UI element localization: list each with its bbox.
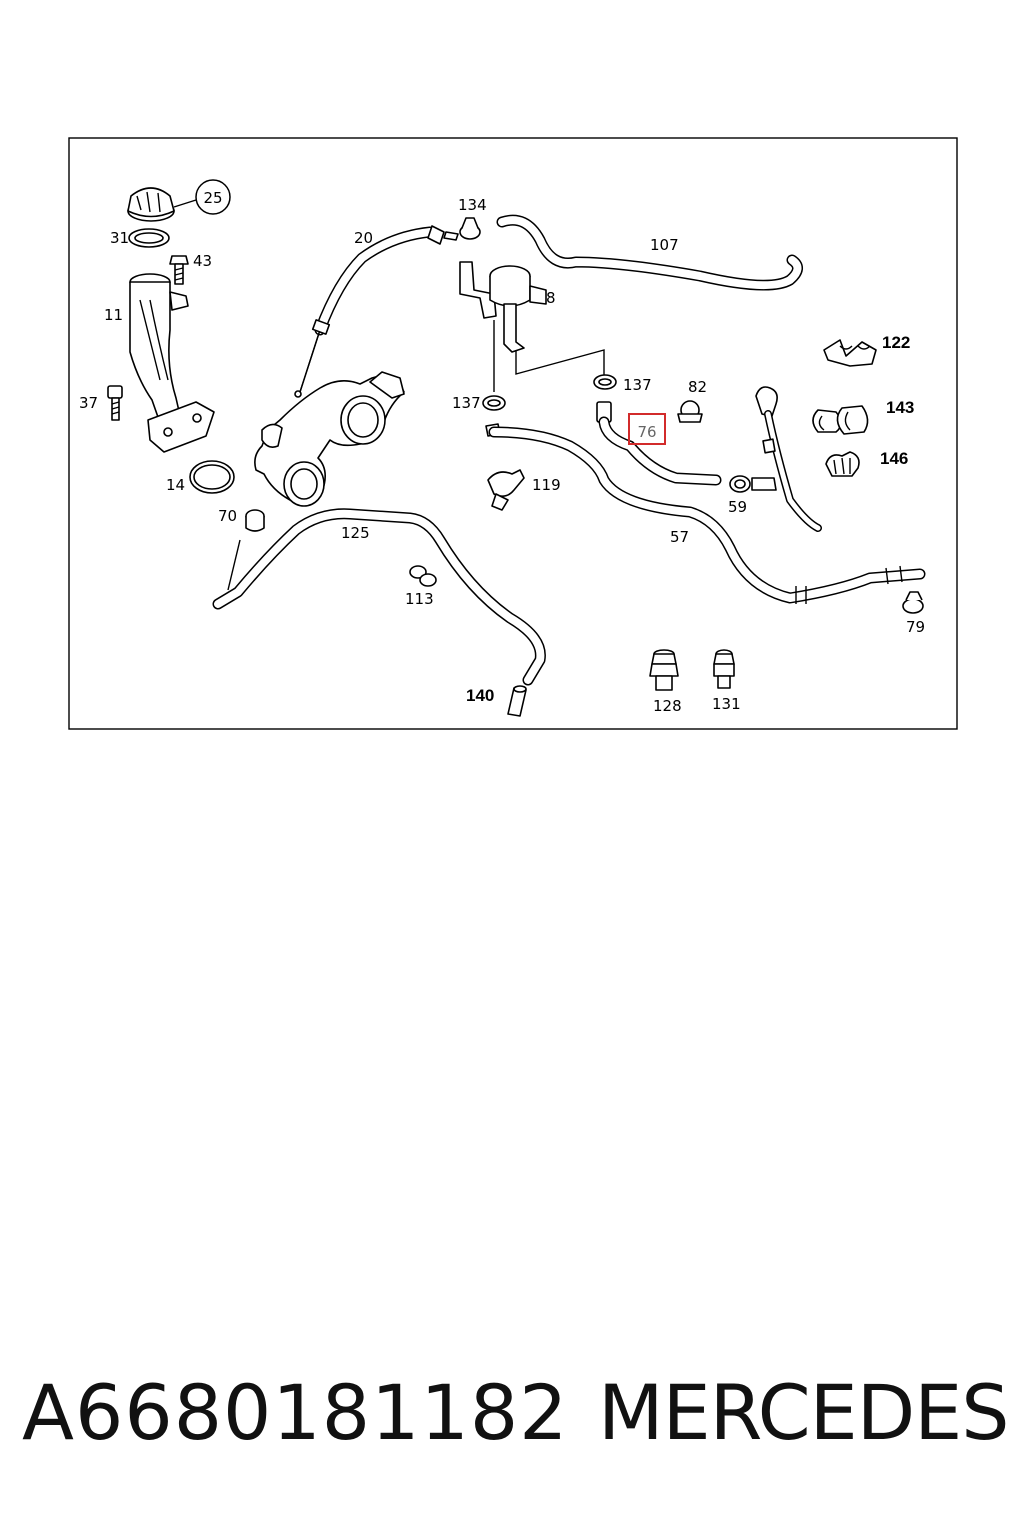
valve-8 <box>459 261 547 353</box>
parts-diagram: 25 31 43 11 37 14 70 <box>68 137 958 730</box>
filler-neck <box>129 273 215 453</box>
callout-20: 20 <box>354 229 373 247</box>
callout-143: 143 <box>886 398 914 417</box>
callout-82: 82 <box>688 378 707 396</box>
clamp-59 <box>729 475 777 493</box>
callout-31: 31 <box>110 229 129 247</box>
hose-20 <box>294 225 459 398</box>
clamp-79 <box>902 591 924 614</box>
callout-43: 43 <box>193 252 212 270</box>
part-number: A6680181182 <box>22 1368 569 1457</box>
brand-name: MERCEDES <box>598 1368 1009 1457</box>
callout-128: 128 <box>653 697 682 715</box>
callout-131: 131 <box>712 695 741 713</box>
clamp-134 <box>459 217 481 240</box>
filler-cap <box>127 187 175 222</box>
callout-107: 107 <box>650 236 679 254</box>
hose-107 <box>496 214 803 291</box>
hose-76 <box>596 401 722 486</box>
buffer-131 <box>713 649 735 689</box>
connector-140 <box>507 685 527 717</box>
seal-ring <box>128 228 170 248</box>
callout-134: 134 <box>458 196 487 214</box>
grommet-70 <box>245 509 265 532</box>
callout-125: 125 <box>341 524 370 542</box>
callout-119: 119 <box>532 476 561 494</box>
callout-circle-25 <box>195 179 231 215</box>
callout-59: 59 <box>728 498 747 516</box>
dipstick-tube <box>755 386 822 532</box>
thermostat-housing <box>254 371 405 507</box>
callout-11: 11 <box>104 306 123 324</box>
callout-140: 140 <box>466 686 494 705</box>
footer: A6680181182 MERCEDES <box>0 1368 1024 1478</box>
callout-25: 25 <box>203 189 222 207</box>
hose-57 <box>485 423 926 604</box>
callout-57: 57 <box>670 528 689 546</box>
clamp-137-right <box>593 374 617 390</box>
callout-137-right: 137 <box>623 376 652 394</box>
callout-8: 8 <box>546 289 556 307</box>
callout-137-left: 137 <box>452 394 481 412</box>
clip-143 <box>812 405 869 435</box>
callout-37: 37 <box>79 394 98 412</box>
callout-70: 70 <box>218 507 237 525</box>
clamp-113 <box>409 565 437 587</box>
callout-14: 14 <box>166 476 185 494</box>
clamp-82 <box>677 400 703 423</box>
bolt-43 <box>169 255 189 285</box>
hose-125 <box>212 508 546 686</box>
buffer-128 <box>649 649 679 691</box>
o-ring-14 <box>189 460 235 494</box>
clip-119 <box>487 469 525 511</box>
callout-146: 146 <box>880 449 908 468</box>
diagram-frame <box>68 137 958 730</box>
callout-113: 113 <box>405 590 434 608</box>
clip-146 <box>825 451 860 477</box>
clamp-137-left <box>482 395 506 411</box>
callout-122: 122 <box>882 333 910 352</box>
bolt-37 <box>107 385 123 421</box>
clip-122 <box>823 339 877 367</box>
callout-76-highlight-box <box>628 413 666 445</box>
callout-76: 76 <box>637 423 656 441</box>
callout-79: 79 <box>906 618 925 636</box>
